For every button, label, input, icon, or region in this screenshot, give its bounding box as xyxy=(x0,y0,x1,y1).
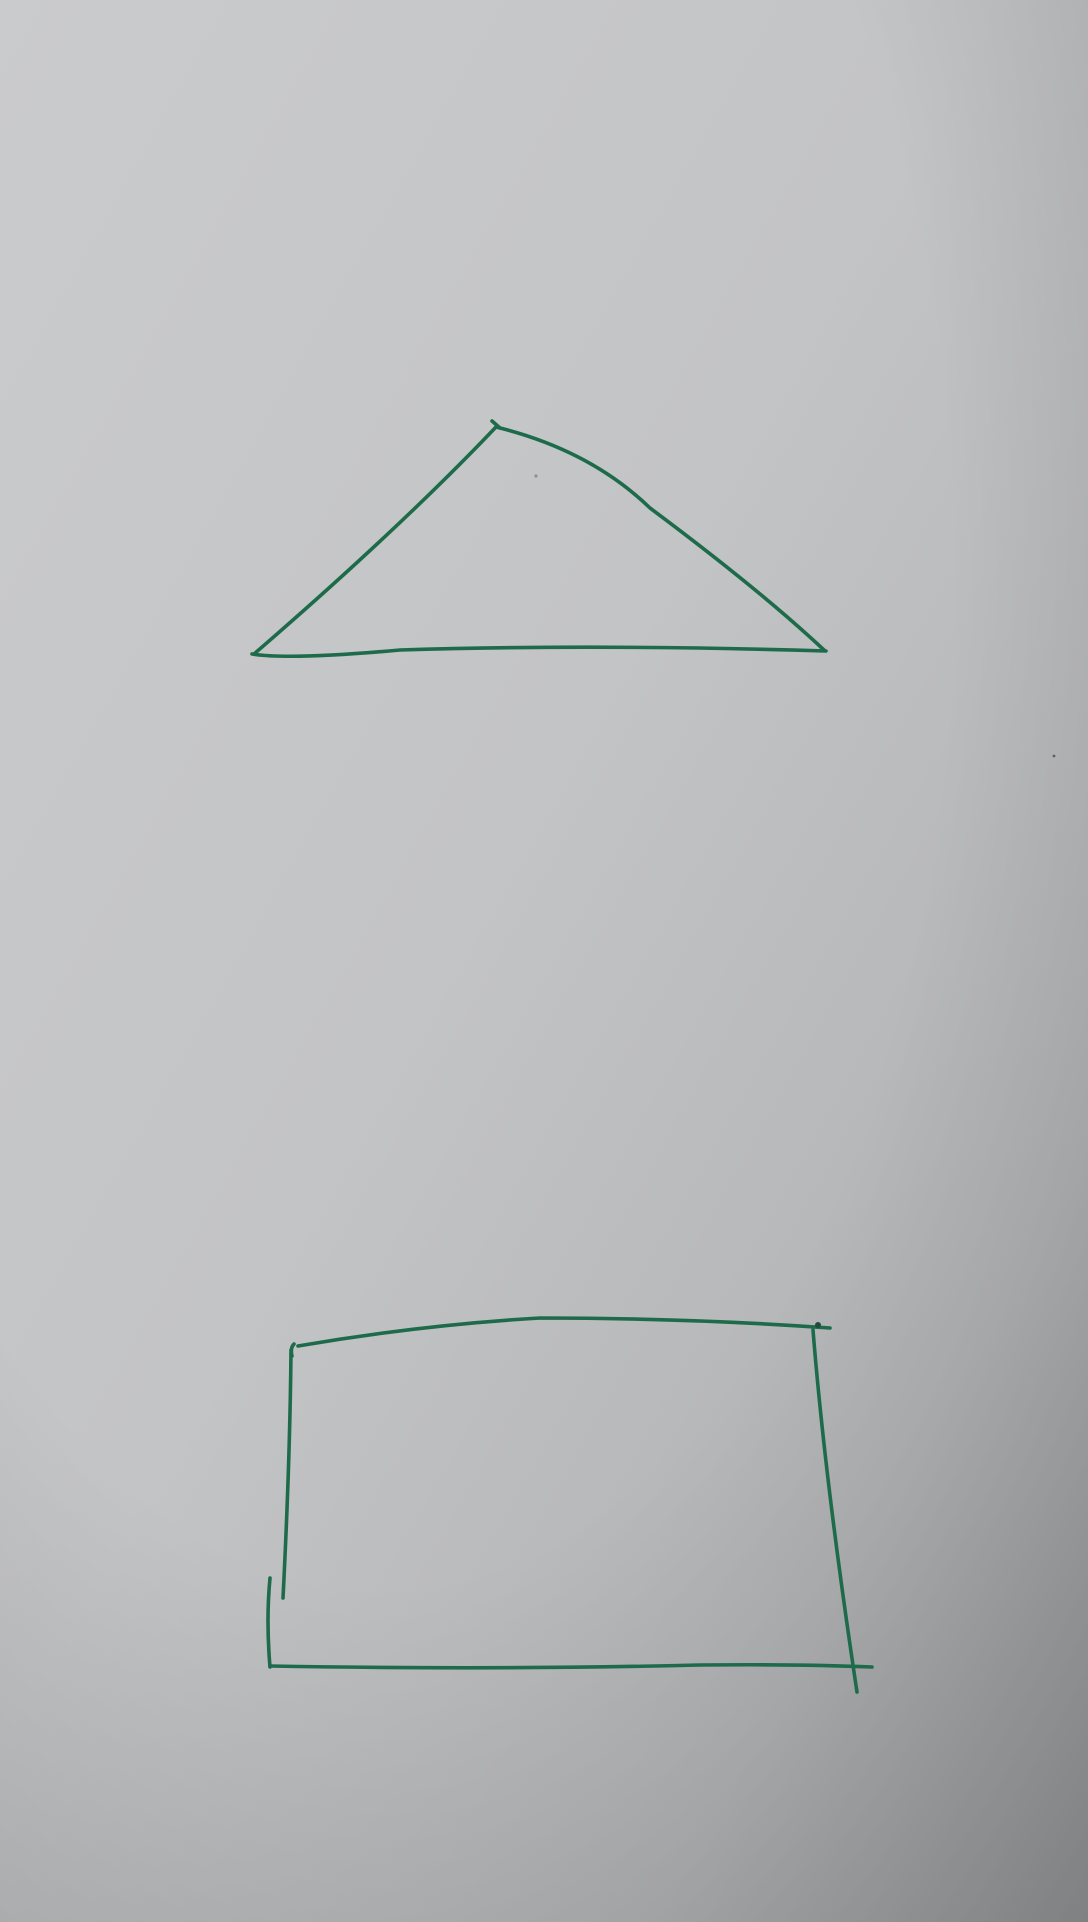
triangle-right-edge xyxy=(494,425,826,652)
drawn-rectangle xyxy=(266,1316,874,1694)
rectangle-top-edge xyxy=(296,1316,832,1348)
rectangle-top-left-hook xyxy=(289,1342,296,1358)
paper-speck xyxy=(534,474,538,478)
rectangle-right-edge xyxy=(811,1328,859,1694)
rectangle-corner-dot xyxy=(815,1322,821,1328)
triangle-left-edge xyxy=(252,425,498,656)
rectangle-left-edge-upper xyxy=(281,1348,293,1600)
rectangle-bottom-edge xyxy=(268,1662,874,1670)
paper-speck xyxy=(1052,754,1056,758)
rectangle-left-edge-lower xyxy=(266,1576,272,1669)
drawn-triangle xyxy=(250,419,828,659)
triangle-apex-tick xyxy=(490,419,502,430)
triangle-base-edge xyxy=(250,645,828,659)
